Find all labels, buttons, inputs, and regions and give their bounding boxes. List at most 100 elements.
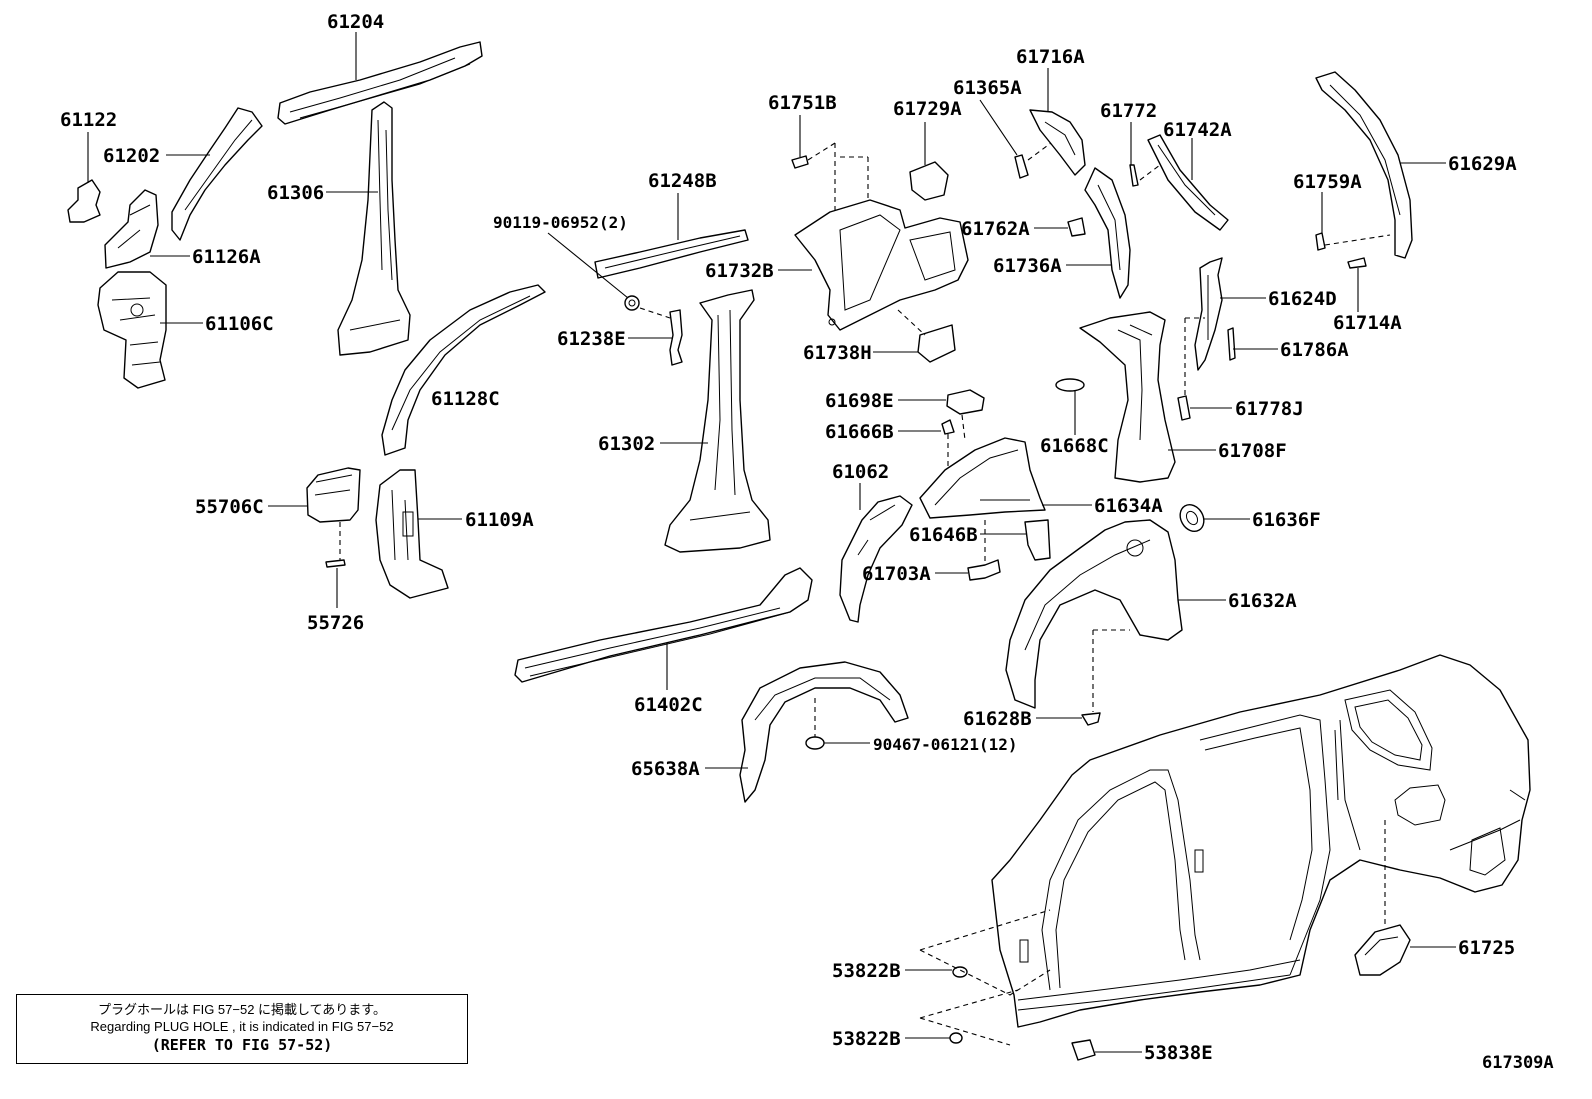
label-61628B: 61628B [963, 708, 1032, 730]
part-61636F [1179, 503, 1250, 533]
part-53822B-lower [905, 989, 1019, 1046]
label-65638A: 65638A [631, 758, 700, 780]
label-61732B: 61732B [705, 260, 774, 282]
part-61202 [166, 107, 263, 241]
label-61402C: 61402C [634, 694, 703, 716]
label-61725: 61725 [1458, 937, 1515, 959]
part-61204 [277, 32, 483, 125]
label-53822B-lower: 53822B [832, 1028, 901, 1050]
label-61714A: 61714A [1333, 312, 1402, 334]
label-61365A: 61365A [953, 77, 1022, 99]
label-90119-06952: 90119-06952(2) [493, 213, 628, 232]
label-61772: 61772 [1100, 100, 1157, 122]
label-61759A: 61759A [1293, 171, 1362, 193]
part-61729A [909, 122, 949, 201]
part-61725 [1354, 820, 1456, 976]
part-61762A [1034, 217, 1086, 237]
part-61238E [628, 309, 683, 366]
label-61106C: 61106C [205, 313, 274, 335]
part-61786A [1227, 327, 1278, 361]
figure-code: 617309A [1482, 1053, 1554, 1073]
label-61306: 61306 [267, 182, 324, 204]
label-61302: 61302 [598, 433, 655, 455]
label-61128C: 61128C [431, 388, 500, 410]
note-line-reference: (REFER TO FIG 57-52) [151, 1036, 333, 1054]
part-61634A [919, 437, 1092, 519]
part-61122 [67, 132, 101, 223]
part-61698E [898, 389, 985, 441]
part-61736A [1066, 167, 1131, 299]
label-53838E: 53838E [1144, 1042, 1213, 1064]
part-53838E [1071, 1039, 1142, 1061]
part-90119-06952 [547, 232, 671, 319]
label-61729A: 61729A [893, 98, 962, 120]
label-55726: 55726 [307, 612, 364, 634]
label-53822B-upper: 53822B [832, 960, 901, 982]
part-61703A [935, 520, 1001, 581]
label-61636F: 61636F [1252, 509, 1321, 531]
label-61122: 61122 [60, 109, 117, 131]
label-61204: 61204 [327, 11, 384, 33]
label-61248B: 61248B [648, 170, 717, 192]
label-61202: 61202 [103, 145, 160, 167]
label-61736A: 61736A [993, 255, 1062, 277]
part-61402C [514, 567, 813, 690]
part-61628B [1036, 712, 1101, 726]
part-61778J [1177, 395, 1232, 421]
part-61629A [1315, 71, 1446, 259]
label-61109A: 61109A [465, 509, 534, 531]
part-61716A [1029, 68, 1086, 176]
part-61106C [97, 271, 203, 389]
label-61666B: 61666B [825, 421, 894, 443]
part-61742A [1139, 134, 1229, 231]
part-61708F [1079, 311, 1216, 483]
label-90467-06121: 90467-06121(12) [873, 735, 1018, 754]
label-61634A: 61634A [1094, 495, 1163, 517]
part-61306 [326, 101, 411, 356]
label-61646B: 61646B [909, 524, 978, 546]
part-55726 [325, 559, 346, 608]
part-61302 [660, 289, 771, 553]
label-55706C: 55706C [195, 496, 264, 518]
label-61742A: 61742A [1163, 119, 1232, 141]
label-61751B: 61751B [768, 92, 837, 114]
part-53822B-upper [905, 909, 1051, 996]
label-61738H: 61738H [803, 342, 872, 364]
part-61624D [1184, 257, 1266, 398]
part-61751B [791, 115, 869, 210]
note-line-english: Regarding PLUG HOLE , it is indicated in… [90, 1019, 394, 1034]
part-61248B [594, 193, 749, 279]
part-90467-06121 [805, 698, 870, 750]
plug-hole-note: プラグホールは FIG 57−52 に掲載してあります。 Regarding P… [16, 994, 468, 1064]
part-61668C [1055, 378, 1085, 435]
part-61632A [1005, 519, 1226, 712]
label-61062: 61062 [832, 461, 889, 483]
label-61703A: 61703A [862, 563, 931, 585]
part-55706C [268, 467, 361, 560]
label-61624D: 61624D [1268, 288, 1337, 310]
part-61126A [104, 189, 190, 269]
part-61646B [980, 519, 1051, 561]
part-61062 [839, 483, 913, 623]
label-61698E: 61698E [825, 390, 894, 412]
label-61126A: 61126A [192, 246, 261, 268]
part-61759A [1315, 192, 1391, 251]
part-61109A [375, 469, 462, 599]
label-61778J: 61778J [1235, 398, 1304, 420]
label-61762A: 61762A [961, 218, 1030, 240]
label-61668C: 61668C [1040, 435, 1109, 457]
label-61629A: 61629A [1448, 153, 1517, 175]
part-65638A [705, 661, 909, 803]
part-61772 [1129, 122, 1139, 187]
label-61708F: 61708F [1218, 440, 1287, 462]
label-61632A: 61632A [1228, 590, 1297, 612]
part-61738H [873, 309, 956, 363]
label-61238E: 61238E [557, 328, 626, 350]
label-61786A: 61786A [1280, 339, 1349, 361]
label-61716A: 61716A [1016, 46, 1085, 68]
body-side-outer-panel [991, 654, 1531, 1028]
note-line-japanese: プラグホールは FIG 57−52 に掲載してあります。 [98, 1002, 386, 1017]
part-61732B [778, 199, 969, 331]
part-61128C [381, 284, 546, 456]
